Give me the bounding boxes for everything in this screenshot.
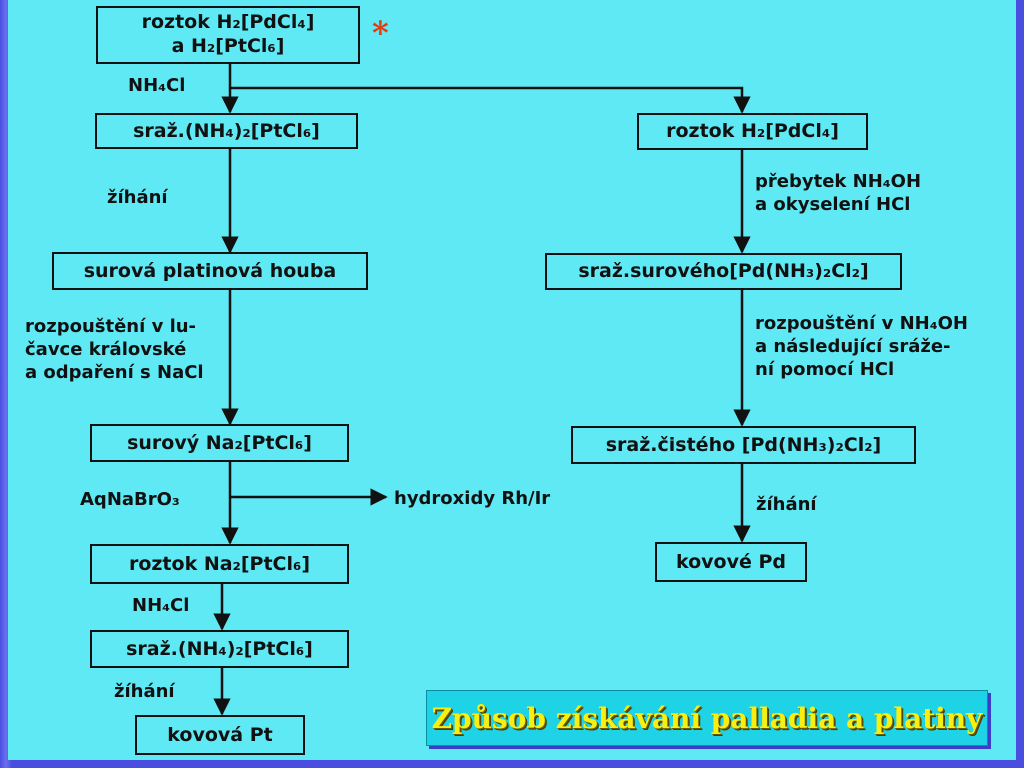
box-start-solution: roztok H₂[PdCl₄] a H₂[PtCl₆] xyxy=(96,6,360,64)
box-pt-sponge: surová platinová houba xyxy=(52,252,368,290)
label-dissolve-pd: rozpouštění v NH₄OH a následující sráže-… xyxy=(755,312,968,381)
box-pt-precip-1-text: sraž.(NH₄)₂[PtCl₆] xyxy=(133,119,320,142)
box-pt-na-salt-text: surový Na₂[PtCl₆] xyxy=(127,431,312,454)
label-dissolve-pd-line-1: rozpouštění v NH₄OH xyxy=(755,313,968,334)
box-pd-pure-text: sraž.čistého [Pd(NH₃)₂Cl₂] xyxy=(605,433,882,456)
box-pd-solution: roztok H₂[PdCl₄] xyxy=(637,113,868,150)
label-ignition-1: žíhání xyxy=(107,187,168,208)
label-excess-nh4oh: přebytek NH₄OH a okyselení HCl xyxy=(755,170,921,216)
label-ignition-2: žíhání xyxy=(114,681,175,702)
box-pt-precip-2: sraž.(NH₄)₂[PtCl₆] xyxy=(90,630,349,668)
box-pt-solution-text: roztok Na₂[PtCl₆] xyxy=(128,552,311,575)
box-pd-metal-text: kovové Pd xyxy=(675,550,787,573)
label-excess-line-1: přebytek NH₄OH xyxy=(755,171,922,192)
asterisk-marker: * xyxy=(372,14,389,52)
label-dissolve-pt-line-3: a odpaření s NaCl xyxy=(25,362,204,384)
label-hydroxides: hydroxidy Rh/Ir xyxy=(394,488,551,509)
box-pt-solution: roztok Na₂[PtCl₆] xyxy=(90,544,349,584)
box-pd-solution-text: roztok H₂[PdCl₄] xyxy=(666,120,839,143)
box-pd-pure: sraž.čistého [Pd(NH₃)₂Cl₂] xyxy=(571,426,916,464)
label-reagent: AqNaBrO₃ xyxy=(80,489,180,510)
arrow-start-to-pd-solution xyxy=(230,86,751,114)
box-pd-crude-text: sraž.surového[Pd(NH₃)₂Cl₂] xyxy=(578,260,869,283)
box-pd-metal: kovové Pd xyxy=(655,542,807,582)
box-pt-precip-2-text: sraž.(NH₄)₂[PtCl₆] xyxy=(126,637,313,660)
label-dissolve-pt-line-2: čavce královské xyxy=(25,339,187,361)
label-dissolve-pd-line-3: ní pomocí HCl xyxy=(755,359,895,381)
label-excess-line-2: a okyselení HCl xyxy=(755,194,911,216)
box-pt-metal-text: kovová Pt xyxy=(167,723,273,746)
label-nh4cl-2: NH₄Cl xyxy=(132,595,190,616)
slide-panel xyxy=(8,0,1016,760)
box-pt-metal: kovová Pt xyxy=(135,715,305,755)
slide-title-text: Způsob získávání palladia a platiny xyxy=(431,701,983,735)
label-dissolve-pd-line-2: a následující sráže- xyxy=(755,336,951,358)
label-dissolve-pt-line-1: rozpouštění v lu- xyxy=(25,316,197,337)
box-pt-sponge-text: surová platinová houba xyxy=(83,259,337,282)
box-pt-precip-1: sraž.(NH₄)₂[PtCl₆] xyxy=(95,113,358,149)
box-start-solution-text: roztok H₂[PdCl₄] a H₂[PtCl₆] xyxy=(141,11,315,57)
box-pt-na-salt: surový Na₂[PtCl₆] xyxy=(90,424,349,462)
label-ignition-3: žíhání xyxy=(756,494,817,515)
label-dissolve-pt: rozpouštění v lu- čavce královské a odpa… xyxy=(25,315,204,384)
box-pd-crude: sraž.surového[Pd(NH₃)₂Cl₂] xyxy=(545,253,902,290)
slide-title: Způsob získávání palladia a platiny xyxy=(426,690,988,746)
label-nh4cl-1: NH₄Cl xyxy=(128,75,186,96)
